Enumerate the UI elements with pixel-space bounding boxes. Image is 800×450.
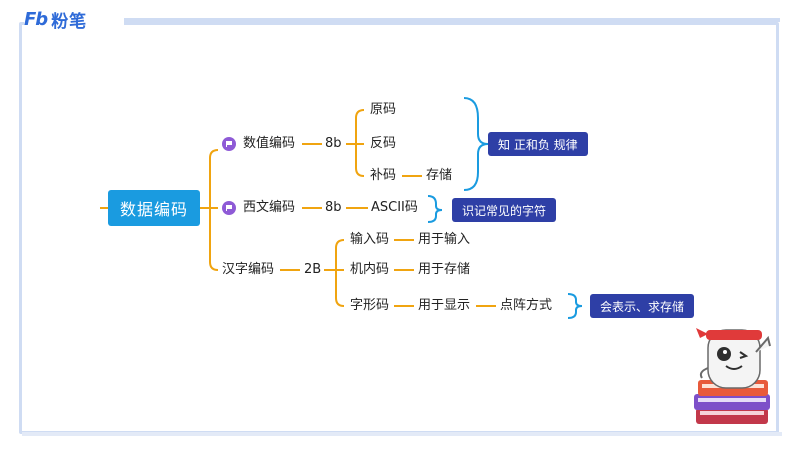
node-dot-matrix: 点阵方式 [500,298,553,313]
node-chinese-bytes: 2B [304,262,322,277]
node-glyph-use: 用于显示 [418,298,471,313]
node-input-code: 输入码 [350,232,390,247]
brand-logo: Fb 粉笔 [24,4,124,34]
flag-icon [222,137,236,151]
node-twos-complement: 补码 [370,168,397,183]
node-numeric-encoding: 数值编码 [243,136,296,151]
node-numeric-bits: 8b [325,136,342,151]
node-storage: 存储 [426,168,453,183]
mascot-illustration [694,328,771,424]
node-internal-use: 用于存储 [418,262,471,277]
note-numeric: 知 正和负 规律 [488,132,588,156]
connector-branch-spine [209,149,219,271]
note-western: 识记常见的字符 [452,198,557,222]
frame-shadow [22,432,782,436]
bracket-western [427,195,443,223]
brand-name: 粉笔 [51,11,88,32]
bracket-chinese [567,293,583,319]
connector-chinese-spine [335,239,345,307]
flag-icon [222,201,236,215]
node-internal-code: 机内码 [350,262,390,277]
node-ascii: ASCII码 [371,200,418,215]
header-bar [118,18,780,22]
mindmap-root: 数据编码 [108,190,200,226]
bracket-numeric [463,97,489,191]
node-ones-complement: 反码 [370,136,397,151]
brand-logo-mark: Fb [24,8,48,30]
node-input-use: 用于输入 [418,232,471,247]
node-glyph-code: 字形码 [350,298,390,313]
node-chinese-encoding: 汉字编码 [222,262,275,277]
note-chinese: 会表示、求存储 [590,294,695,318]
node-western-bits: 8b [325,200,342,215]
node-western-encoding: 西文编码 [243,200,296,215]
node-sign-magnitude: 原码 [370,102,397,117]
